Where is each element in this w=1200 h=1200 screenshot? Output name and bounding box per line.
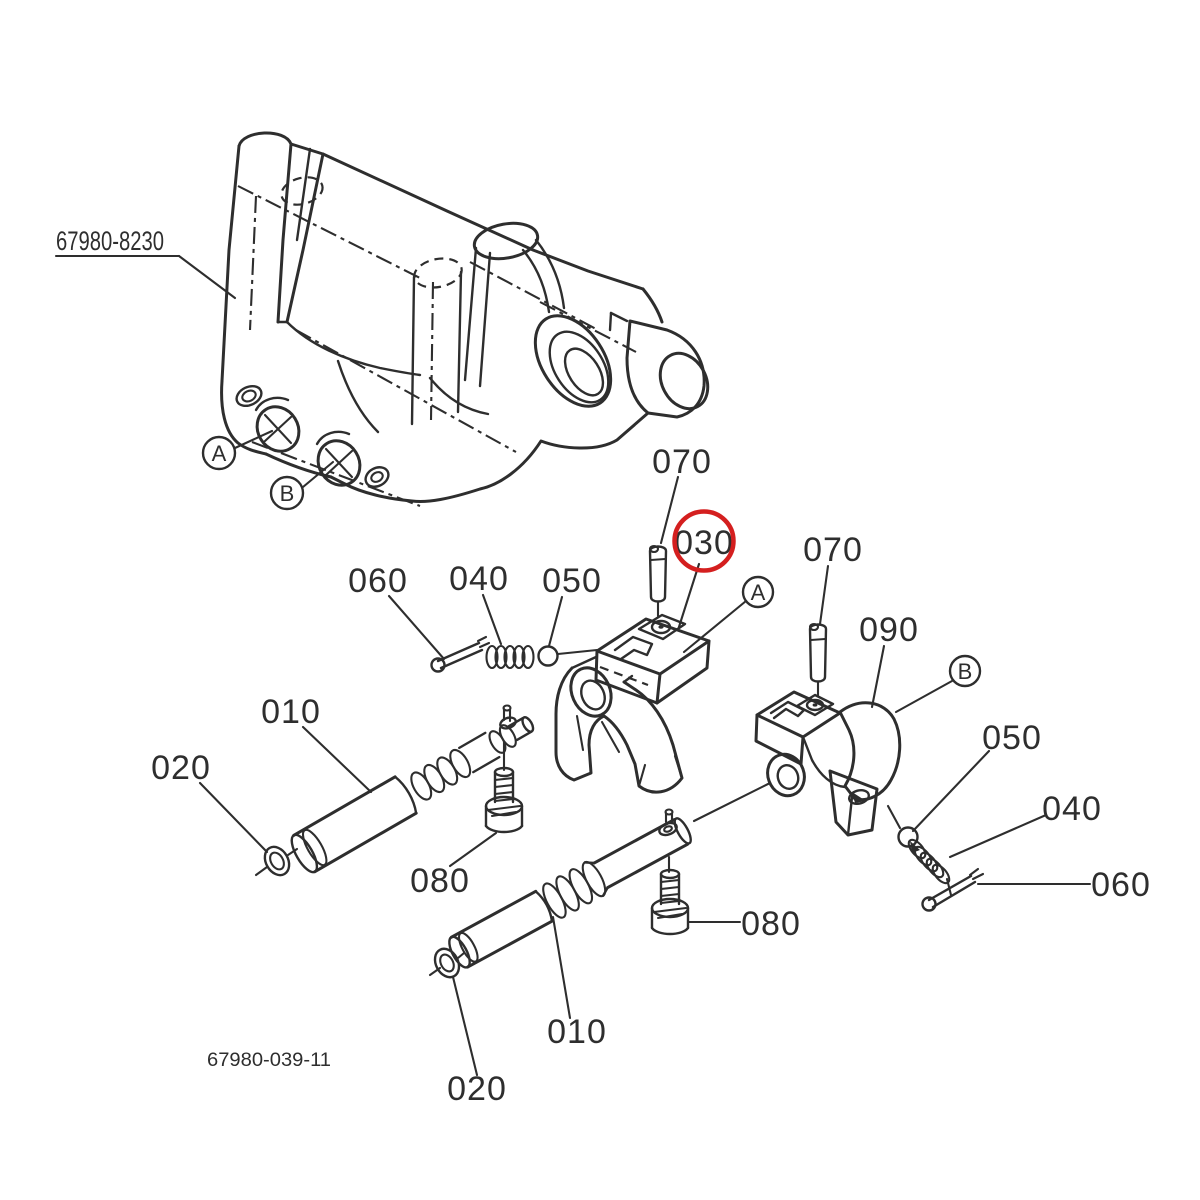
callout-040-right[interactable]: 040 (948, 790, 1102, 859)
housing-bore-b (315, 430, 362, 487)
ref-b-housing-label: B (280, 481, 295, 506)
callout-090[interactable]: 090 (859, 611, 919, 709)
ref-a-housing-label: A (212, 441, 227, 466)
callout-070-right[interactable]: 070 (803, 531, 863, 626)
highlight-ring (672, 509, 736, 573)
callout-050-left-label[interactable]: 050 (542, 562, 602, 600)
part-080-bolt-right (650, 868, 690, 936)
assembly-axis-lines (254, 648, 953, 977)
arm-bore (766, 752, 806, 798)
callout-050-right-label[interactable]: 050 (982, 719, 1042, 757)
part-060-cotter-pin-right (921, 867, 985, 912)
fork-bore (569, 666, 613, 718)
callout-040-left[interactable]: 040 (449, 560, 509, 646)
assembly-number-label[interactable]: 67980-8230 (56, 226, 164, 256)
arm-lug (828, 769, 879, 837)
callout-040-right-label[interactable]: 040 (1042, 790, 1102, 828)
part-090-shifter-arm (754, 690, 902, 837)
callout-070-upper-left[interactable]: 070 (652, 443, 712, 545)
callout-070-upper-left-label[interactable]: 070 (652, 443, 712, 481)
part-030-shift-fork (554, 613, 711, 794)
callout-020-upper-label[interactable]: 020 (151, 749, 211, 787)
ref-a-fork-label: A (751, 580, 766, 605)
callout-060-right-label[interactable]: 060 (1091, 866, 1151, 904)
part-020-oring-upper (263, 845, 291, 877)
callout-050-left[interactable]: 050 (542, 562, 602, 648)
main-bore-outer (533, 314, 613, 408)
part-040-spring-right (907, 838, 951, 885)
callout-020-lower-label[interactable]: 020 (447, 1070, 507, 1108)
callout-060-left-label[interactable]: 060 (348, 562, 408, 600)
callout-040-left-label[interactable]: 040 (449, 560, 509, 598)
ref-circle-b-arm[interactable]: B (894, 654, 982, 714)
callout-090-label[interactable]: 090 (859, 611, 919, 649)
callout-080-right-label[interactable]: 080 (741, 905, 801, 943)
part-020-oring-lower (433, 947, 461, 979)
callout-020-lower[interactable]: 020 (447, 975, 507, 1108)
callout-010-lower-label[interactable]: 010 (547, 1013, 607, 1051)
callout-060-left[interactable]: 060 (348, 562, 446, 661)
part-040-spring-left (485, 644, 535, 670)
assembly-number-leader (177, 254, 237, 300)
housing-bore-a (254, 396, 301, 453)
hidden-bore-top (280, 176, 324, 206)
callout-080-left-label[interactable]: 080 (410, 862, 470, 900)
callout-020-upper[interactable]: 020 (151, 749, 269, 854)
callout-060-right[interactable]: 060 (976, 866, 1151, 904)
part-070-pin-right (808, 622, 828, 698)
callout-010-upper-label[interactable]: 010 (261, 693, 321, 731)
fork-pin-hole (650, 619, 672, 635)
callout-080-left[interactable]: 080 (410, 831, 498, 900)
end-bore-opening (658, 351, 710, 411)
part-050-ball-right (897, 826, 919, 848)
ref-circle-a-housing[interactable]: A (201, 429, 274, 471)
callout-080-right[interactable]: 080 (687, 905, 801, 943)
ref-circle-a-fork[interactable]: A (682, 575, 775, 654)
part-070-pin-left (648, 544, 668, 618)
callout-030-highlighted[interactable]: 030 (672, 509, 736, 632)
callout-010-lower[interactable]: 010 (547, 915, 607, 1051)
part-050-ball-left (537, 645, 559, 667)
ref-circle-b-housing[interactable]: B (269, 460, 335, 511)
gear-case-cover-drawing (220, 131, 710, 507)
drawing-code-label: 67980-039-11 (207, 1050, 331, 1071)
ref-b-arm-label: B (958, 659, 973, 684)
callout-assembly-number[interactable]: 67980-8230 (54, 226, 237, 300)
part-010-rod-lower (448, 817, 692, 969)
part-010-rod-upper (290, 716, 535, 874)
callout-010-upper[interactable]: 010 (261, 693, 373, 794)
part-080-bolt-left (484, 766, 524, 834)
callout-050-right[interactable]: 050 (911, 719, 1042, 833)
arm-pin-hole (805, 698, 825, 712)
part-060-cotter-pin-left (430, 635, 491, 673)
callout-070-right-label[interactable]: 070 (803, 531, 863, 569)
rod-upper-detent-pin (499, 704, 517, 730)
rod-lower-detent-pin (658, 808, 678, 837)
callout-030-label[interactable]: 030 (674, 524, 734, 562)
